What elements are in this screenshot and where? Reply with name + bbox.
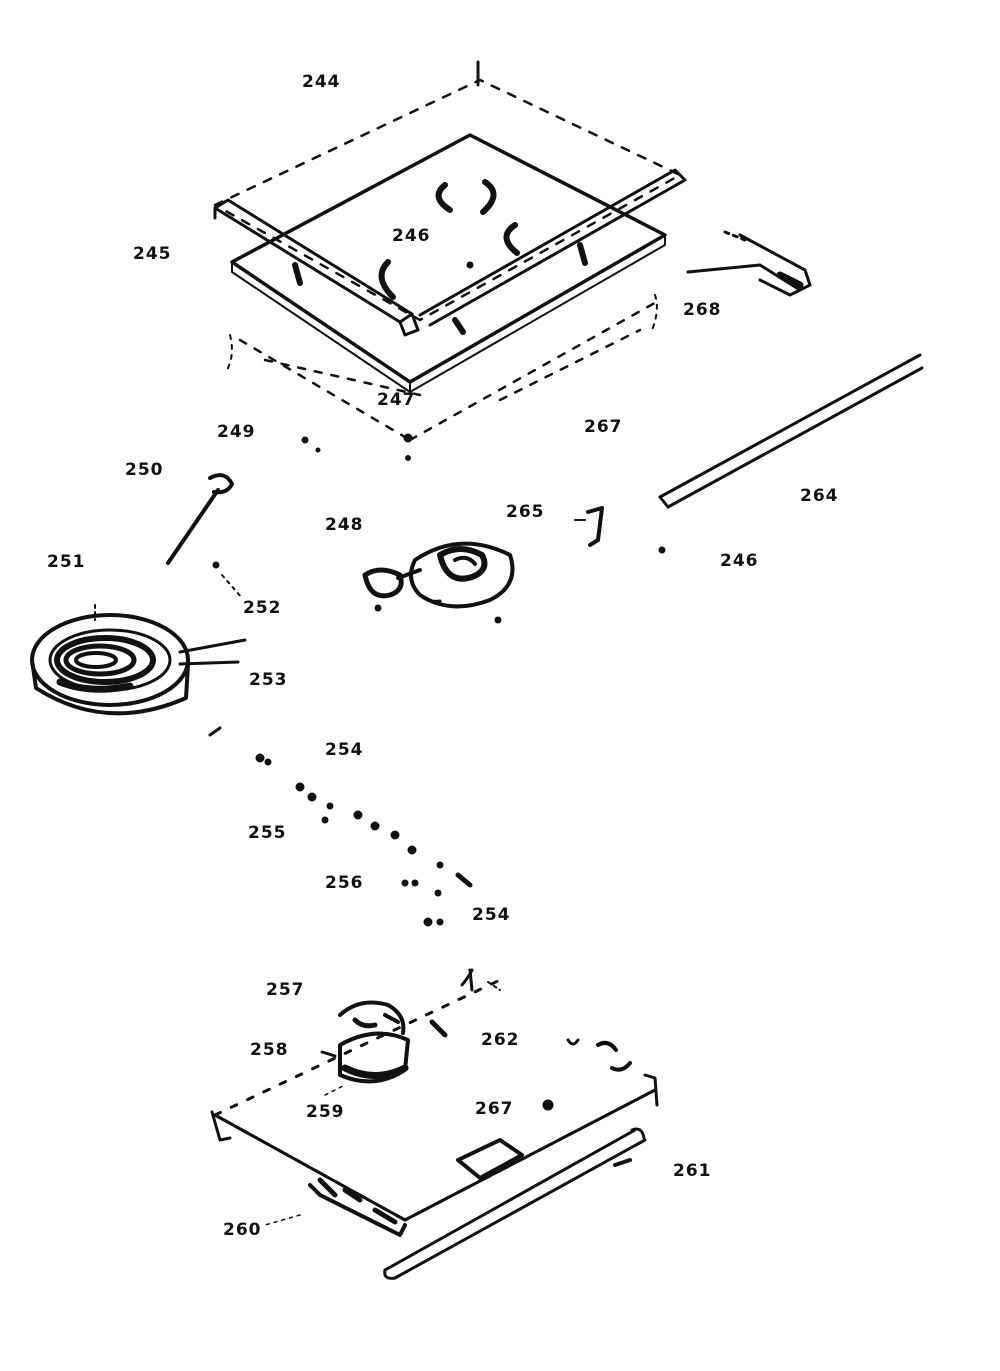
part-label-252: 252	[243, 598, 282, 618]
base-tray-260	[210, 978, 659, 1237]
part-label-257: 257	[266, 980, 305, 1000]
part-label-246-small: 246	[720, 551, 759, 571]
part-label-259: 259	[306, 1102, 345, 1122]
top-frame-244	[213, 78, 682, 322]
part-label-255: 255	[248, 823, 287, 843]
part-label-253: 253	[249, 670, 288, 690]
part-label-247: 247	[377, 390, 416, 410]
rail-261	[383, 1127, 647, 1280]
fastener-chain	[208, 726, 473, 927]
burner-mark	[480, 179, 497, 215]
small-burner-248	[362, 541, 515, 609]
burner-mark	[435, 182, 453, 213]
part-label-267-lower: 267	[475, 1099, 514, 1119]
leader-lines	[264, 1084, 346, 1226]
part-label-246: 246	[392, 226, 431, 246]
part-label-254-lower: 254	[472, 905, 511, 925]
part-label-261: 261	[673, 1161, 712, 1181]
part-label-254: 254	[325, 740, 364, 760]
part-label-262: 262	[481, 1030, 520, 1050]
part-label-264: 264	[800, 486, 839, 506]
lower-burner-257	[320, 968, 501, 1084]
part-label-245: 245	[133, 244, 172, 264]
part-label-249: 249	[217, 422, 256, 442]
part-label-251: 251	[47, 552, 86, 572]
large-coil-burner-251	[30, 604, 247, 716]
part-label-248: 248	[325, 515, 364, 535]
rod-264	[658, 353, 924, 509]
bracket-268	[686, 230, 812, 297]
part-label-268: 268	[683, 300, 722, 320]
probe-250	[166, 473, 234, 565]
burner-mark	[503, 222, 520, 256]
part-label-244: 244	[302, 72, 341, 92]
part-label-265: 265	[506, 502, 545, 522]
panel-267	[456, 1138, 524, 1180]
part-label-260: 260	[223, 1220, 262, 1240]
part-label-256: 256	[325, 873, 364, 893]
glass-panel-246	[230, 133, 667, 393]
lower-frame-247	[238, 298, 662, 442]
part-label-267: 267	[584, 417, 623, 437]
trim-bar-245	[213, 198, 420, 337]
part-label-258: 258	[250, 1040, 289, 1060]
part-label-250: 250	[125, 460, 164, 480]
clip-265	[586, 506, 604, 547]
trim-bar-front	[418, 168, 687, 327]
burner-mark	[378, 259, 396, 300]
